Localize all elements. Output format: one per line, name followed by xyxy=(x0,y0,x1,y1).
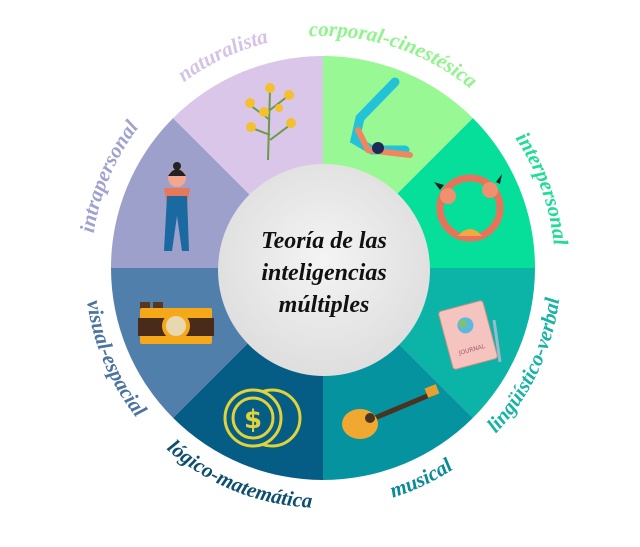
title-line-3: múltiples xyxy=(279,292,370,318)
people-circle-icon xyxy=(434,174,504,242)
coin-symbol: $ xyxy=(244,405,262,435)
flower-branch-icon xyxy=(245,83,296,161)
camera-icon xyxy=(138,302,214,344)
guitar-icon xyxy=(342,384,440,439)
center-circle xyxy=(218,164,430,376)
title-line-1: Teoría de las xyxy=(261,228,387,254)
coins-icon: $ xyxy=(223,388,302,448)
person-heart-icon xyxy=(164,162,190,251)
yoga-pose-icon xyxy=(349,77,413,158)
journal-icon: JOURNAL xyxy=(438,300,502,370)
title-line-2: inteligencias xyxy=(261,260,386,286)
